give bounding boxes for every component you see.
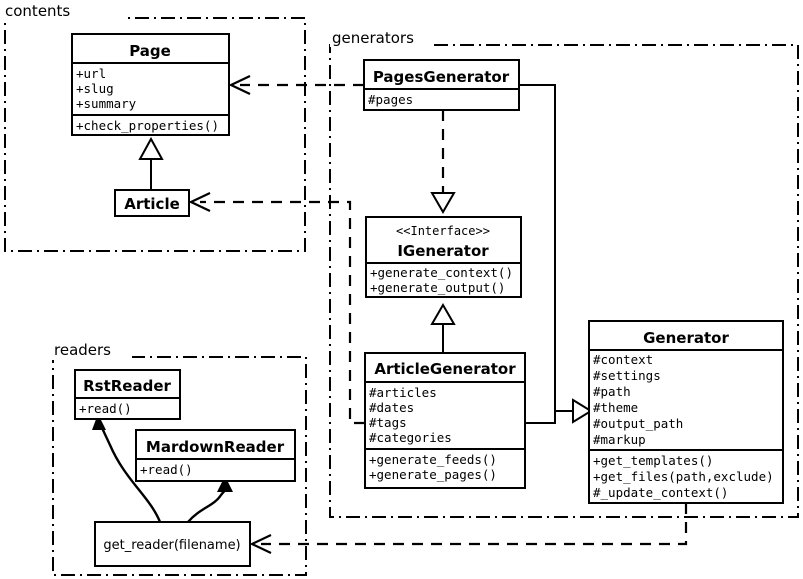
class-page-attribute: +summary xyxy=(76,96,137,111)
class-page[interactable]: Page +url +slug +summary +check_properti… xyxy=(71,33,230,136)
class-pages-generator-name: PagesGenerator xyxy=(373,68,510,86)
relation-articlegenerator-igenerator xyxy=(430,303,456,353)
class-article-generator-attribute: #tags xyxy=(369,415,407,430)
class-article-generator-method: +generate_pages() xyxy=(369,467,497,482)
class-rst-reader-box[interactable] xyxy=(74,369,181,420)
class-page-box[interactable] xyxy=(71,33,230,136)
package-generators-label-bg xyxy=(330,30,430,47)
relation-pagesgenerator-igenerator xyxy=(430,110,456,214)
relation-articlegenerator-article xyxy=(188,192,365,425)
class-article-box[interactable] xyxy=(114,189,190,217)
realization-arrowhead-igenerator xyxy=(430,192,456,214)
class-generator-attribute: #path xyxy=(593,384,631,399)
relation-generator-getreader xyxy=(249,503,688,554)
class-article-generator-name: ArticleGenerator xyxy=(374,360,516,378)
class-article-name: Article xyxy=(124,195,180,213)
package-generators-label: generators xyxy=(332,29,414,47)
class-article[interactable]: Article xyxy=(114,189,190,217)
class-generator-attribute: #settings xyxy=(593,368,661,383)
class-mardown-reader[interactable]: MardownReader +read() xyxy=(135,429,296,482)
function-get-reader-label: get_reader(filename) xyxy=(103,538,240,553)
class-generator-method: +get_files(path,exclude) xyxy=(593,469,774,484)
relation-getreader-mardownreader xyxy=(187,476,233,523)
package-readers-border xyxy=(52,356,307,576)
class-pages-generator-box[interactable] xyxy=(363,59,520,111)
package-contents-label-bg xyxy=(3,4,123,21)
class-mardown-reader-box[interactable] xyxy=(135,429,296,482)
package-readers-label-bg xyxy=(52,343,132,360)
class-article-generator-method: +generate_feeds() xyxy=(369,452,497,467)
class-rst-reader-name: RstReader xyxy=(83,377,171,395)
generalization-arrowhead-page xyxy=(138,136,164,160)
class-article-generator-box[interactable] xyxy=(364,352,526,489)
class-generator-attribute: #output_path xyxy=(593,416,683,431)
class-igenerator-stereotype: <<Interface>> xyxy=(396,224,490,238)
class-article-generator-attribute: #articles xyxy=(369,385,437,400)
class-generator-attribute: #theme xyxy=(593,400,638,415)
package-readers: readers xyxy=(52,341,307,576)
relation-pagesgenerator-page xyxy=(228,75,364,95)
class-page-attribute: +url xyxy=(76,66,106,81)
class-pages-generator-attribute: #pages xyxy=(368,92,413,107)
package-contents: contents xyxy=(3,2,306,252)
package-contents-label: contents xyxy=(5,2,70,20)
relation-articlegenerator-generator xyxy=(525,398,593,424)
class-mardown-reader-name: MardownReader xyxy=(146,438,285,456)
class-article-generator-attribute: #dates xyxy=(369,400,414,415)
class-igenerator-method: +generate_context() xyxy=(370,265,513,280)
class-generator-name: Generator xyxy=(643,329,729,347)
articlegenerator-generator-line xyxy=(525,411,556,424)
class-igenerator-box[interactable] xyxy=(365,216,522,298)
generalization-arrowhead-igenerator-2 xyxy=(430,303,456,325)
generator-getreader-line xyxy=(261,503,688,546)
generalization-arrowhead-generator xyxy=(572,398,593,424)
relation-getreader-rstreader xyxy=(92,414,162,523)
class-article-generator-attribute: #categories xyxy=(369,430,452,445)
pagesgenerator-generator-line xyxy=(519,84,573,412)
class-page-attribute: +slug xyxy=(76,81,114,96)
function-get-reader-box[interactable] xyxy=(94,521,251,567)
class-pages-generator[interactable]: PagesGenerator #pages xyxy=(363,59,520,111)
class-generator-box[interactable] xyxy=(588,320,784,504)
package-generators-border xyxy=(329,44,799,518)
package-contents-border xyxy=(4,17,306,252)
package-generators: generators xyxy=(329,29,799,518)
class-page-name: Page xyxy=(129,42,171,60)
class-igenerator-name: IGenerator xyxy=(397,242,489,260)
class-igenerator[interactable]: <<Interface>> IGenerator +generate_conte… xyxy=(365,216,522,298)
dependency-arrowhead-page xyxy=(228,75,251,95)
dependency-arrowhead-getreader xyxy=(249,534,272,554)
class-article-generator[interactable]: ArticleGenerator #articles #dates #tags … xyxy=(364,352,526,489)
class-generator-method: #_update_context() xyxy=(593,485,728,500)
relation-article-page xyxy=(138,136,164,190)
association-arrowhead-rstreader xyxy=(92,414,106,430)
class-mardown-reader-method: +read() xyxy=(140,462,193,477)
package-readers-label: readers xyxy=(54,341,111,359)
articlegenerator-article-line xyxy=(200,200,365,425)
class-rst-reader-method: +read() xyxy=(79,401,132,416)
class-generator[interactable]: Generator #context #settings #path #them… xyxy=(588,320,784,504)
class-rst-reader[interactable]: RstReader +read() xyxy=(74,369,181,420)
class-igenerator-method: +generate_output() xyxy=(370,280,505,295)
function-get-reader[interactable]: get_reader(filename) xyxy=(94,521,251,567)
class-generator-method: +get_templates() xyxy=(593,453,713,468)
relation-pagesgenerator-generator xyxy=(519,84,573,412)
class-generator-attribute: #context xyxy=(593,352,653,367)
class-generator-attribute: #markup xyxy=(593,432,646,447)
dependency-arrowhead-article xyxy=(188,192,211,212)
class-page-method: +check_properties() xyxy=(76,118,219,133)
association-arrowhead-mardownreader xyxy=(217,476,233,492)
